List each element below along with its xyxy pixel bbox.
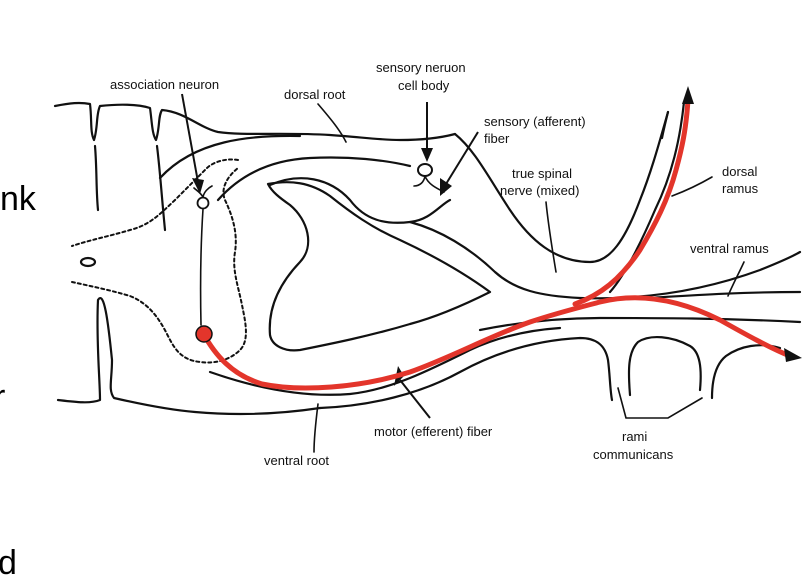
motor-neuron-cell-body [195, 325, 213, 343]
association-neuron-pointer [181, 93, 199, 183]
ventral-root-leader [313, 403, 319, 453]
rami-communicans-leader [617, 387, 703, 419]
edge-text-2: r [0, 378, 5, 416]
label-rami-2: communicans [593, 447, 674, 462]
spinal-cord-inner-right [155, 144, 167, 232]
dorsal-root-lower [268, 177, 452, 224]
dorsal-root-inner [216, 156, 412, 202]
dorsal-root-to-nerve [453, 110, 670, 264]
dorsal-root-outer [158, 134, 302, 180]
true-spinal-leader [545, 201, 557, 273]
spinal-cord-bottom-outline [56, 297, 322, 416]
rami-communicans-left [627, 336, 702, 397]
spinal-nerve-lower [408, 220, 802, 300]
dorsal-ramus-leader [671, 176, 713, 197]
motor-pathway-line [200, 295, 793, 391]
grey-matter-outline [71, 158, 247, 364]
association-neuron-axon [193, 185, 213, 326]
association-neuron-arrowhead [192, 178, 204, 194]
label-sensory-fiber-1: sensory (afferent) [484, 114, 586, 129]
label-association-neuron: association neuron [110, 77, 219, 92]
ventral-ramus-leader [727, 261, 745, 297]
label-sensory-cell-body-2: cell body [398, 78, 450, 93]
spinal-cord-inner-left [93, 144, 100, 212]
spinal-cord-top-outline [53, 101, 457, 142]
ventral-root-lower [208, 326, 562, 396]
ventral-root-chamber [266, 181, 492, 352]
label-dorsal-ramus-2: ramus [722, 181, 759, 196]
motor-pathway-dorsal-branch [572, 97, 691, 307]
label-sensory-fiber-2: fiber [484, 131, 510, 146]
ventral-branch-arrowhead [784, 348, 802, 362]
label-dorsal-root: dorsal root [284, 87, 346, 102]
sensory-neuron-stalk [413, 175, 445, 193]
dorsal-ramus-inner [660, 110, 670, 140]
label-true-spinal-2: nerve (mixed) [500, 183, 579, 198]
association-neuron-cell [196, 196, 210, 210]
rami-communicans-right [710, 344, 782, 400]
label-sensory-cell-body-1: sensory neruon [376, 60, 466, 75]
dorsal-root-leader [317, 103, 347, 143]
central-canal [79, 256, 97, 268]
sensory-fiber-pointer [445, 131, 479, 185]
sensory-cell-body-arrowhead [421, 148, 433, 162]
label-motor-fiber: motor (efferent) fiber [374, 424, 493, 439]
motor-fiber-pointer [399, 379, 431, 419]
edge-text-3: d [0, 544, 17, 578]
label-ventral-ramus: ventral ramus [690, 241, 769, 256]
dorsal-ramus-outer [608, 100, 686, 294]
label-true-spinal-1: true spinal [512, 166, 572, 181]
ventral-root-outer [318, 336, 614, 410]
edge-text-1: nk [0, 180, 37, 218]
sensory-neuron-cell-body [417, 163, 433, 177]
label-rami-1: rami [622, 429, 647, 444]
dorsal-branch-arrowhead [682, 86, 694, 104]
sensory-fiber-arrowhead [440, 178, 452, 196]
label-dorsal-ramus-1: dorsal [722, 164, 758, 179]
label-ventral-root: ventral root [264, 453, 329, 468]
